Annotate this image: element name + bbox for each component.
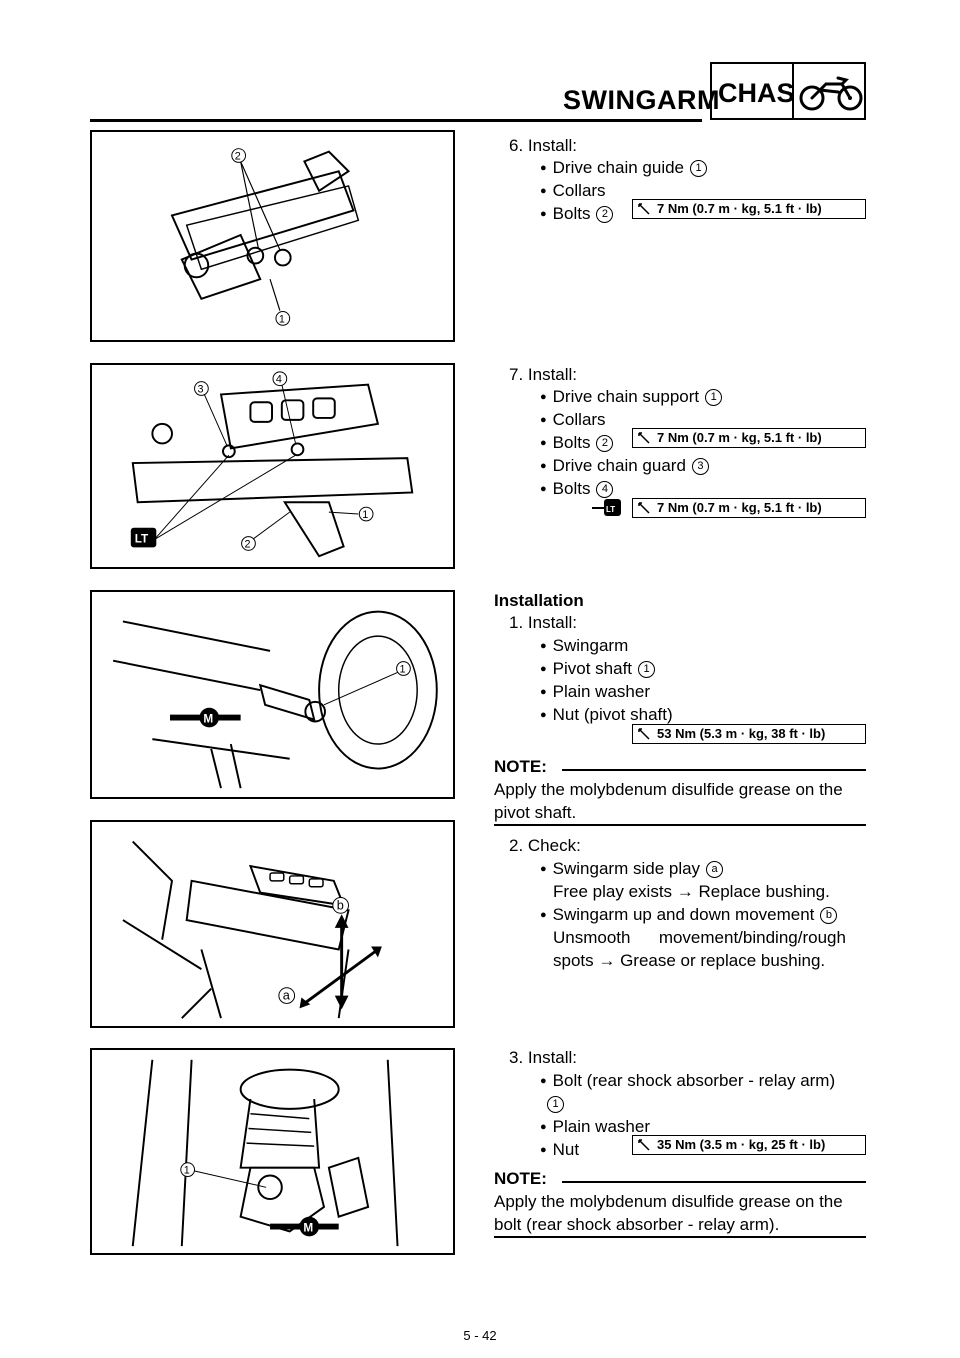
section-label: CHAS [718,78,795,108]
note1-rule [562,769,866,771]
grease-badge: M [203,712,213,725]
install-step1-item-3: Plain washer [540,680,650,706]
install-step3-item-1: Bolt (rear shock absorber - relay arm) [540,1069,835,1095]
section-badge: CHAS [710,62,866,120]
install-step1-item-4: Nut (pivot shaft) [540,703,673,729]
callout-b: b [337,897,344,912]
grease-badge: M [303,1221,313,1234]
note2-text-1: Apply the molybdenum disulfide grease on… [494,1192,843,1211]
callout-1: 1 [279,313,285,325]
step7-item-2: Collars [540,408,606,434]
install-step1-head: 1. Install: [509,613,578,632]
torque-spec-step7b: 7 Nm (0.7 m · kg, 5.1 ft · lb) [632,498,866,518]
wrench-icon [638,1139,650,1151]
callout-4: 4 [276,374,282,386]
note2-end-rule [494,1236,866,1238]
torque-spec-step6: 7 Nm (0.7 m · kg, 5.1 ft · lb) [632,199,866,219]
callout-1: 1 [400,663,406,675]
note2-label: NOTE: [494,1169,547,1188]
figure-swingarm-check: b a [90,820,455,1028]
callout-1: 1 [184,1165,190,1177]
note2-rule [562,1181,866,1183]
figure-chain-guide: 2 1 [90,130,455,342]
page-title: SWINGARM [563,85,720,115]
install-step3-item-3: Nut [540,1138,579,1164]
torque-spec-install3: 35 Nm (3.5 m · kg, 25 ft · lb) [632,1135,866,1155]
note1-text-2: pivot shaft. [494,803,577,822]
chain-guide-illustration: 2 1 [170,148,360,326]
locktite-badge: LT [135,532,149,545]
note1-end-rule [494,824,866,826]
section-divider [792,64,794,118]
note1-label: NOTE: [494,757,547,776]
install-step2-item-1-sub: Free play exists → Replace bushing. [553,882,830,901]
install-step3-head: 3. Install: [509,1048,578,1067]
motorcycle-icon [799,76,863,111]
figure-pivot-shaft: 1 M [90,590,455,799]
callout-1: 1 [362,509,368,521]
installation-heading: Installation [494,591,584,610]
install-step2-item-2-sub-2: spots → Grease or replace bushing. [553,951,826,970]
pivot-shaft-illustration: 1 M [112,610,438,789]
svg-text:LT: LT [606,505,615,514]
install-step2-head: 2. Check: [509,836,581,855]
step6-item-2: Collars [540,179,606,205]
callout-2: 2 [245,538,251,550]
relay-arm-illustration: 1 M [131,1059,399,1247]
swingarm-check-illustration: b a [122,840,382,1019]
callout-2: 2 [235,150,241,162]
torque-spec-step7a: 7 Nm (0.7 m · kg, 5.1 ft · lb) [632,428,866,448]
header-rule [90,119,702,122]
install-step3-item-1-num: 1 [547,1092,564,1115]
callout-3: 3 [197,383,203,395]
step7-head: 7. Install: [509,365,578,384]
wrench-icon [638,432,650,444]
install-step1-item-1: Swingarm [540,634,629,660]
torque-spec-install1: 53 Nm (5.3 m · kg, 38 ft · lb) [632,724,866,744]
wrench-icon [638,728,650,740]
locktite-icon: LT [592,498,622,518]
install-step3-item-2: Plain washer [540,1115,650,1141]
note2-text-2: bolt (rear shock absorber - relay arm). [494,1215,780,1234]
chain-support-illustration: 3 4 1 2 LT [130,371,414,558]
figure-relay-arm-bolt: 1 M [90,1048,455,1255]
wrench-icon [638,502,650,514]
callout-a: a [283,988,291,1003]
install-step2-item-2-sub-1: Unsmooth movement/binding/rough [553,928,846,947]
note1-text-1: Apply the molybdenum disulfide grease on… [494,780,843,799]
step6-head: 6. Install: [509,136,578,155]
wrench-icon [638,203,650,215]
page-number: 5 - 42 [463,1328,497,1343]
figure-chain-support: 3 4 1 2 LT [90,363,455,569]
